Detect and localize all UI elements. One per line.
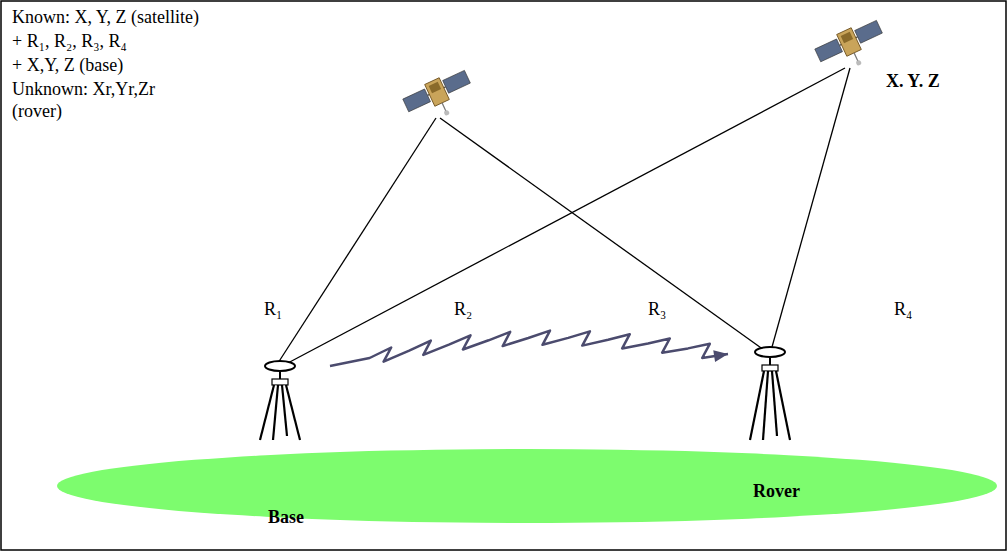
satellite xyxy=(401,67,478,130)
range-label: R₁ xyxy=(262,298,284,320)
range-label: R₃ xyxy=(646,298,668,320)
note-line: Known: X, Y, Z (satellite) xyxy=(10,6,201,28)
radio-link-arrow xyxy=(330,331,728,366)
note-line: Unknown: Xr,Yr,Zr xyxy=(10,78,157,100)
satellite xyxy=(813,17,890,80)
range-label: R₄ xyxy=(892,298,914,320)
note-line: (rover) xyxy=(10,100,64,122)
note-line: + R₁, R₂, R₃, R₄ xyxy=(10,30,129,52)
station-name: Base xyxy=(266,507,306,527)
range-label: R₂ xyxy=(452,298,474,320)
note-line: + X,Y, Z (base) xyxy=(10,54,125,76)
signal-lines xyxy=(278,68,850,364)
coordinate-label: X. Y. Z xyxy=(884,70,942,92)
station-name: Rover xyxy=(751,481,802,501)
ground-ellipse xyxy=(57,449,997,523)
receiver-station: Base xyxy=(240,352,330,533)
tripod-symbol xyxy=(240,352,330,533)
receiver-station: Rover xyxy=(728,338,818,507)
